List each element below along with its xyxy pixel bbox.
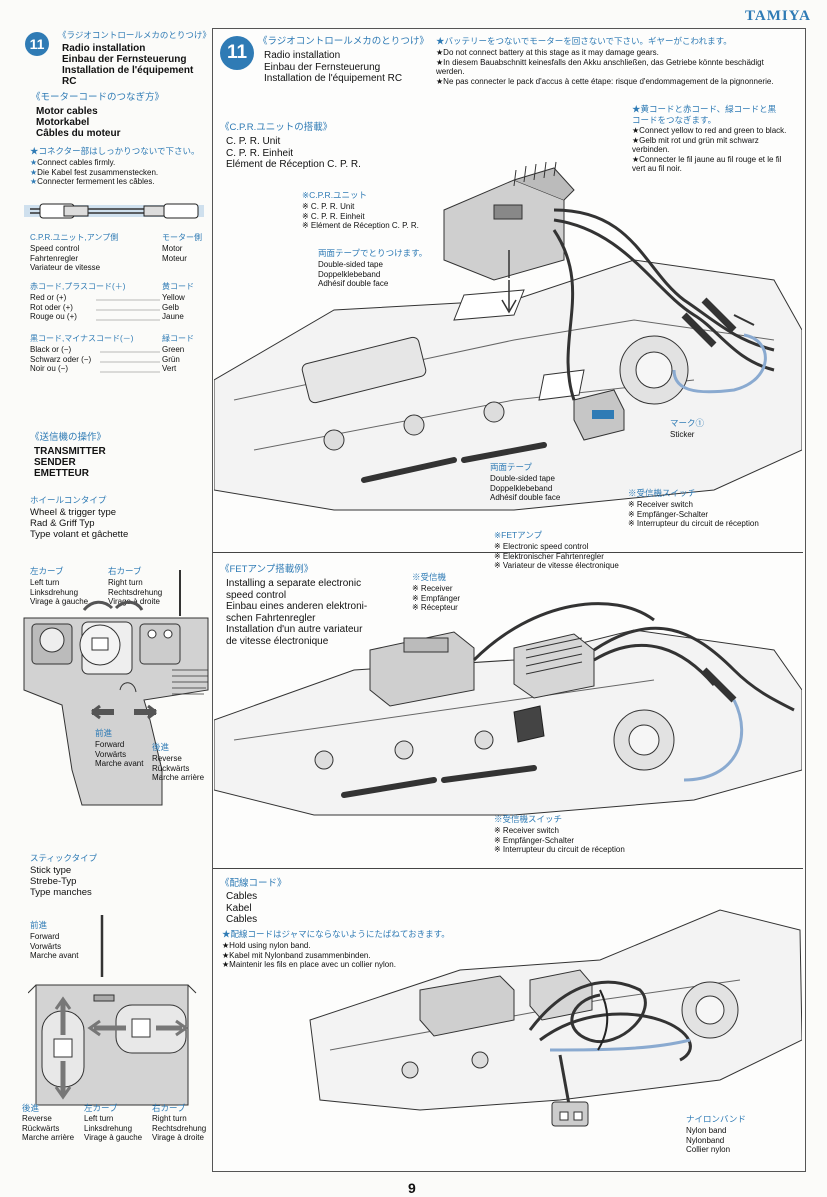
switch2-list: ※ Receiver switch※ Empfänger-Schalter※ I…	[494, 826, 625, 855]
fet-install-illustration	[214, 602, 802, 816]
tape2-jp: 両面テープ	[490, 462, 532, 472]
wheel-type-jp: ホイールコンタイプ	[30, 495, 107, 505]
battery-warning: ★Do not connect battery at this stage as…	[436, 48, 774, 86]
cpr-install-illustration	[214, 161, 802, 511]
receiver-jp: ※受信機	[412, 572, 447, 582]
fet-jp: 《FETアンプ搭載例》	[220, 564, 314, 575]
connect-firmly-jp: ★コネクター部はしっかりつないで下さい。	[30, 146, 200, 156]
battery-warning-jp: ★バッテリーをつないでモーターを回さないで下さい。ギヤーがこわれます。	[436, 36, 732, 46]
tape1-jp: 両面テープでとりつけます。	[318, 248, 428, 258]
yellow-red-jp: ★黄コードと赤コード、緑コードと黒コードをつなぎます。	[632, 104, 777, 125]
motor-cables-jp: 《モーターコードのつなぎ方》	[31, 92, 165, 103]
switch2-jp: ※受信機スイッチ	[494, 814, 563, 824]
cpr-side-jp: C.P.R.ユニット,アンプ側	[30, 233, 119, 242]
sticker-label: Sticker	[670, 430, 695, 439]
sticker-jp: マーク①	[670, 418, 705, 428]
main-step-badge: 11	[220, 36, 254, 70]
connect-firmly-notes: ★Connect cables firmly. ★Die Kabel fest …	[30, 158, 159, 187]
stick-reverse-jp: 後進	[22, 1103, 40, 1113]
switch1-jp: ※受信機スイッチ	[628, 488, 697, 498]
fet-amp-list: ※ Electronic speed control※ Elektronisch…	[494, 542, 619, 571]
cables-jp: 《配線コード》	[220, 878, 287, 889]
red-cable-list: Red or (+)Rot oder (+)Rouge ou (+)	[30, 293, 77, 322]
main-step-number: 11	[220, 36, 254, 70]
stick-forward-jp: 前進	[30, 920, 48, 930]
stick-right-turn-jp: 右カーブ	[152, 1103, 186, 1113]
stick-left-turn-jp: 左カーブ	[84, 1103, 118, 1113]
left-turn-jp: 左カーブ	[30, 566, 64, 576]
green-cable-jp: 緑コード	[162, 334, 194, 343]
transmitter-jp: 《送信機の操作》	[30, 432, 107, 443]
fet-amp-jp: ※FETアンプ	[494, 530, 543, 540]
divider-1	[213, 552, 803, 553]
cables-notes: ★Hold using nylon band. ★Kabel mit Nylon…	[222, 941, 396, 970]
switch1-list: ※ Receiver switch※ Empfänger-Schalter※ I…	[628, 500, 759, 529]
yellow-red-notes: ★Connect yellow to red and green to blac…	[632, 126, 787, 174]
left-step-number: 11	[25, 32, 49, 56]
cpr-mount-jp: 《C.P.R.ユニットの搭載》	[220, 122, 333, 133]
brand-logo: TAMIYA	[744, 8, 811, 24]
wheel-transmitter-illustration	[23, 570, 209, 806]
page-number: 9	[408, 1180, 416, 1196]
left-step-jp: 《ラジオコントロールメカのとりつけ》	[58, 30, 211, 40]
cables-illustration	[309, 909, 802, 1127]
main-step-jp: 《ラジオコントロールメカのとりつけ》	[258, 36, 429, 47]
forward-jp: 前進	[95, 728, 113, 738]
right-turn-jp: 右カーブ	[108, 566, 142, 576]
stick-type-jp: スティックタイプ	[30, 853, 98, 863]
black-cable-jp: 黒コード,マイナスコード(－)	[30, 334, 134, 343]
black-cable-list: Black or (−)Schwarz oder (−)Noir ou (−)	[30, 345, 92, 374]
yellow-cable-jp: 黄コード	[162, 282, 194, 291]
nylon-band-jp: ナイロンバンド	[686, 1114, 746, 1124]
cpr-callout: ※ C. P. R. Unit※ C. P. R. Einheit※ Eléme…	[302, 202, 419, 231]
red-cable-jp: 赤コード,プラスコード(＋)	[30, 282, 126, 291]
motor-side-jp: モーター側	[162, 233, 202, 242]
reverse-jp: 後進	[152, 742, 170, 752]
receiver-list: ※ Receiver※ Empfänger※ Récepteur	[412, 584, 461, 613]
cpr-callout-jp: ※C.P.R.ユニット	[302, 190, 368, 200]
connector-illustration	[24, 203, 204, 219]
cables-note-jp: ★配線コードはジャマにならないようにたばねておきます。	[222, 929, 450, 939]
left-step-badge: 11	[25, 32, 49, 56]
black-green-link-lines	[100, 351, 160, 373]
divider-2	[213, 868, 803, 869]
stick-transmitter-illustration	[28, 915, 197, 1106]
red-yellow-link-lines	[96, 299, 160, 321]
